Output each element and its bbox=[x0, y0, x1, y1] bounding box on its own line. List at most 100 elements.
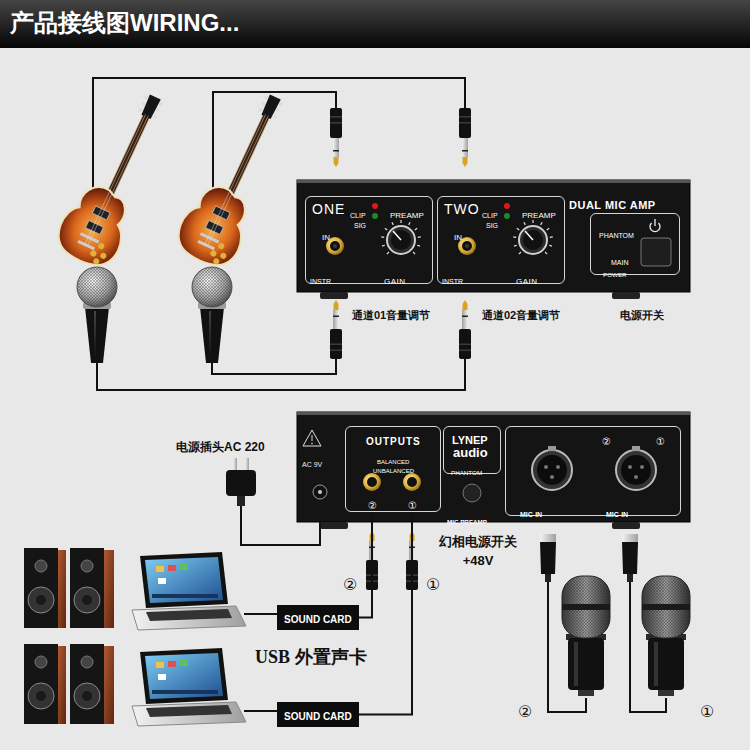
text-slot: GAIN bbox=[384, 269, 406, 288]
box-label: SOUND CARD bbox=[284, 711, 352, 722]
gain-knob-scale bbox=[385, 228, 387, 230]
usb-cable bbox=[244, 710, 277, 712]
xlr-socket bbox=[544, 465, 548, 469]
panel-marking: BALANCED bbox=[377, 459, 409, 465]
text-slot: ONE bbox=[312, 199, 345, 218]
panel-marking: TWO bbox=[444, 201, 480, 217]
sound-card-box: SOUND CARD bbox=[277, 605, 359, 630]
caution-and-dc-jack bbox=[303, 430, 321, 446]
text-slot: PREAMP bbox=[390, 203, 424, 222]
text-slot: IN bbox=[322, 225, 330, 244]
channel-controls bbox=[387, 226, 415, 254]
output-jack bbox=[363, 473, 381, 491]
gain-knob-scale bbox=[387, 252, 389, 254]
text-slot: 电源插头AC 220 bbox=[176, 436, 265, 455]
xlr-socket bbox=[634, 475, 638, 479]
panel-marking: MIC-IN bbox=[520, 511, 542, 518]
gain-knob-scale bbox=[513, 236, 516, 238]
gain-knob-scale bbox=[382, 245, 385, 247]
channel-controls bbox=[391, 230, 411, 250]
text-slot: ② bbox=[518, 702, 532, 721]
power-plug bbox=[245, 458, 249, 471]
rear-device-body bbox=[297, 412, 690, 529]
text-slot: 通道01音量调节 bbox=[352, 304, 430, 323]
dynamic-microphone bbox=[192, 267, 232, 363]
jack-plug bbox=[330, 300, 342, 359]
page-title: 产品接线图WIRING... bbox=[10, 9, 239, 36]
header-bar bbox=[0, 0, 750, 48]
output-jack bbox=[367, 477, 377, 487]
jack-plug bbox=[366, 531, 418, 590]
panel-marking: POWER bbox=[603, 271, 627, 278]
panel-marking: INSTR bbox=[442, 278, 463, 285]
speaker-pair bbox=[24, 644, 114, 724]
text-slot: BALANCED bbox=[377, 449, 409, 468]
xlr-socket bbox=[556, 465, 560, 469]
power-plug bbox=[226, 470, 256, 496]
channel-controls bbox=[330, 241, 340, 251]
laptop bbox=[132, 552, 246, 726]
text-slot: MIC-IN bbox=[606, 502, 628, 521]
xlr-socket bbox=[550, 475, 554, 479]
text-slot: ① bbox=[700, 702, 714, 721]
channel-controls bbox=[372, 203, 378, 209]
text-slot: ② bbox=[602, 430, 611, 449]
audio-cable bbox=[359, 512, 412, 715]
jack-plug bbox=[330, 108, 342, 167]
text-slot: AC 9V bbox=[302, 452, 322, 471]
front-panel: DUAL MIC AMPONECLIPSIGPREAMPININSTRGAINT… bbox=[297, 180, 690, 292]
xlr-socket bbox=[537, 455, 567, 485]
text-slot: 通道02音量调节 bbox=[482, 304, 560, 323]
channel-controls bbox=[525, 231, 533, 240]
gain-knob-scale bbox=[532, 220, 533, 223]
power-plug bbox=[241, 506, 320, 545]
panel-marking: PREAMP bbox=[390, 211, 424, 220]
logo-panel: LYNEPaudioPHANTOM bbox=[443, 426, 501, 474]
jack-plug bbox=[459, 108, 471, 167]
text-slot: ① bbox=[656, 430, 665, 449]
gain-knob-scale bbox=[418, 236, 421, 238]
gain-knob-scale bbox=[517, 228, 519, 230]
panel-marking: INSTR bbox=[310, 278, 331, 285]
xlr-socket bbox=[616, 450, 656, 490]
header-bar bbox=[0, 0, 750, 48]
dynamic-microphone bbox=[77, 267, 117, 363]
text-slot: ② bbox=[368, 494, 377, 513]
panel-marking: ① bbox=[408, 500, 417, 511]
brand-marking: PHANTOM bbox=[451, 469, 482, 476]
gain-knob-scale bbox=[513, 220, 553, 254]
panel-marking: SIG bbox=[354, 222, 366, 229]
caption-note: 电源插头AC 220 bbox=[176, 440, 265, 454]
caption-note: USB 外置声卡 bbox=[255, 647, 367, 667]
power-switch bbox=[641, 238, 671, 266]
instrument-cable bbox=[212, 359, 336, 374]
channel-panel: ONECLIPSIGPREAMPININSTRGAIN bbox=[305, 196, 433, 284]
text-slot: MIC-IN bbox=[520, 502, 542, 521]
gain-knob-scale bbox=[524, 222, 525, 225]
gain-knob-scale bbox=[381, 236, 384, 238]
speaker-pair bbox=[24, 548, 114, 628]
phantom-button bbox=[463, 484, 481, 502]
channel-controls bbox=[523, 230, 543, 250]
panel-marking: MIC PREAMP bbox=[447, 518, 487, 525]
text-slot: MIC PREAMP bbox=[447, 509, 487, 528]
text-slot: 幻相电源开关 +48V bbox=[430, 531, 526, 569]
gain-knob-scale bbox=[392, 222, 393, 225]
brand-marking: LYNEP bbox=[452, 434, 488, 446]
rear-panel: MIC PREAMPOUTPUTSBALANCEDUNBALANCED②①LYN… bbox=[297, 412, 690, 522]
sound-card-box: SOUND CARD bbox=[277, 702, 359, 727]
caption-note: 幻相电源开关 +48V bbox=[439, 534, 517, 568]
text-slot: PHANTOM bbox=[599, 223, 634, 242]
gain-knob-scale bbox=[413, 252, 415, 254]
callout-number: ① bbox=[700, 702, 714, 721]
gain-knob-scale bbox=[549, 245, 552, 247]
text-slot: IN bbox=[454, 225, 462, 244]
front-device-body bbox=[612, 292, 640, 299]
xlr-plug bbox=[540, 534, 638, 582]
text-slot: GAIN bbox=[516, 269, 538, 288]
text-slot: PHANTOM bbox=[451, 460, 482, 479]
channel-controls bbox=[372, 213, 378, 219]
